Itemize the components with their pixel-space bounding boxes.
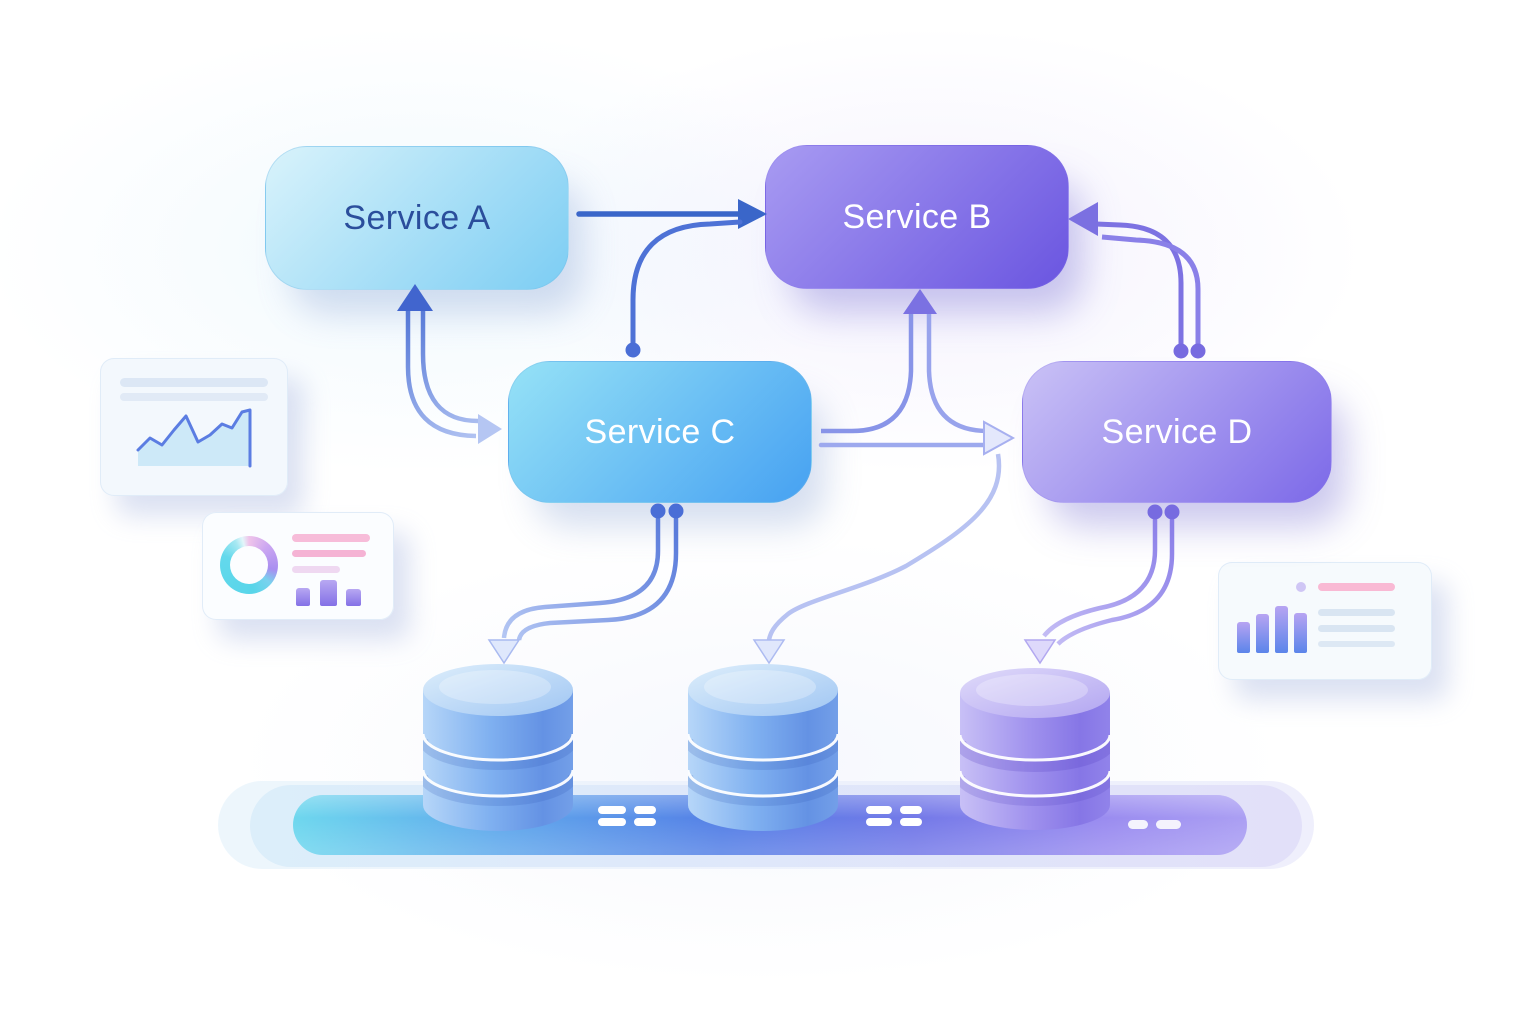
placeholder-text-bar	[292, 534, 370, 542]
node-label: Service C	[584, 412, 736, 451]
edge-c-to-d-pipe	[818, 289, 1016, 456]
placeholder-text-bar	[120, 393, 268, 401]
placeholder-text-bar	[120, 378, 268, 387]
placeholder-text-bar	[1318, 625, 1395, 632]
edge-d-to-database-3	[1023, 504, 1180, 665]
node-label: Service B	[842, 197, 992, 236]
edge-c-to-database-1	[487, 503, 684, 665]
placeholder-text-bar	[292, 566, 340, 573]
placeholder-text-bar	[292, 550, 366, 557]
donut-chart-icon	[220, 536, 278, 594]
bar-chart-card	[1218, 562, 1432, 680]
database-cylinder-2	[688, 664, 838, 831]
donut-chart-card	[202, 512, 394, 620]
placeholder-text-bar	[1318, 641, 1395, 647]
placeholder-text-bar	[1318, 583, 1395, 591]
edge-a-to-b-arrow	[576, 199, 767, 229]
database-cylinder-1	[423, 664, 573, 831]
node-service-d: Service D	[1022, 361, 1332, 503]
edge-d-to-b-pipe	[1068, 202, 1206, 359]
node-service-a: Service A	[265, 146, 569, 290]
placeholder-text-bar	[1318, 609, 1395, 616]
database-cylinder-3	[960, 668, 1110, 830]
node-service-c: Service C	[508, 361, 812, 503]
node-label: Service A	[343, 198, 491, 237]
area-line-chart-icon	[136, 408, 252, 468]
edge-c-to-b-line	[625, 219, 743, 358]
node-label: Service D	[1101, 412, 1253, 451]
node-service-b: Service B	[765, 145, 1069, 289]
line-chart-card	[100, 358, 288, 496]
edge-a-c-pipe	[397, 284, 502, 444]
bullet-dot-icon	[1296, 582, 1306, 592]
